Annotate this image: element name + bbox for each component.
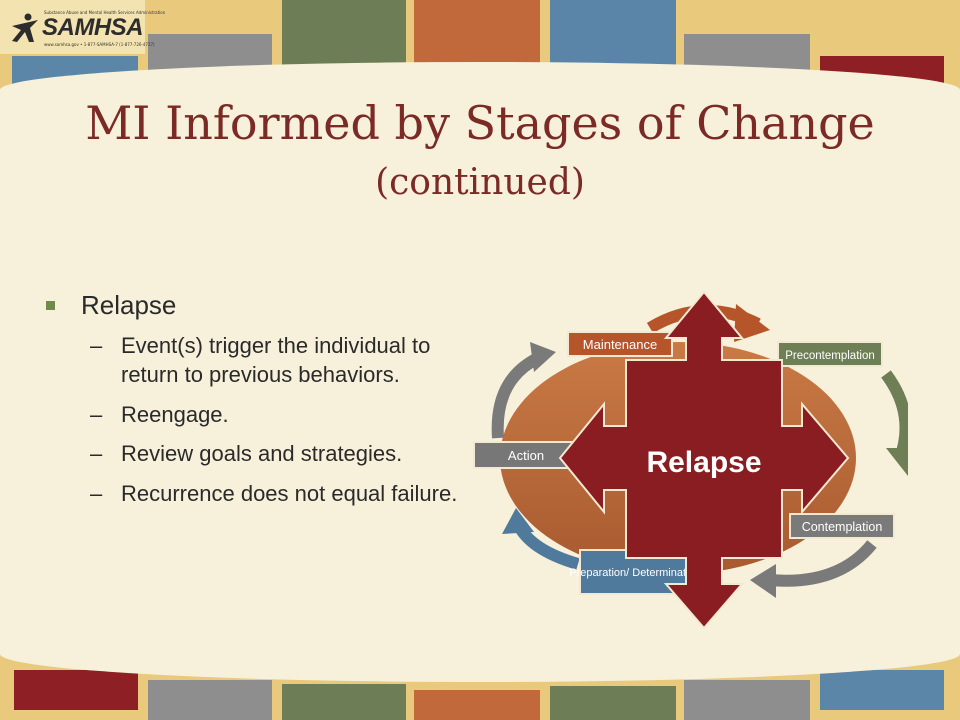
header-tile	[282, 0, 406, 70]
logo-tagline: Substance Abuse and Mental Health Servic…	[44, 10, 166, 15]
sub-item-text: Event(s) trigger the individual to retur…	[121, 333, 431, 388]
logo-wordmark: SAMHSA	[42, 14, 144, 41]
sub-item: – Review goals and strategies.	[90, 439, 484, 468]
bullet-label: Relapse	[81, 290, 177, 320]
stage-action-label: Action	[508, 448, 544, 463]
square-bullet-icon	[46, 301, 55, 310]
logo-url: www.samhsa.gov • 1-877-SAMHSA-7 (1-877-7…	[44, 42, 155, 47]
sub-item-text: Recurrence does not equal failure.	[121, 480, 458, 506]
sub-item-text: Reengage.	[121, 401, 229, 427]
stage-precontemplation: Precontemplation	[777, 341, 883, 367]
footer-tile	[282, 684, 406, 720]
stage-maintenance-label: Maintenance	[583, 337, 657, 352]
stage-precontemplation-label: Precontemplation	[785, 350, 875, 362]
sub-list: – Event(s) trigger the individual to ret…	[90, 331, 484, 508]
cycle-arrow-blue	[502, 508, 580, 570]
samhsa-logo[interactable]: Substance Abuse and Mental Health Servic…	[8, 6, 165, 50]
stage-preparation-label: Preparation/ Determination	[569, 567, 700, 579]
sub-item: – Reengage.	[90, 400, 484, 429]
footer-tile	[820, 670, 944, 710]
cycle-arrow-gray-left	[491, 342, 556, 439]
cycle-arrow-gray-bottom	[750, 540, 877, 598]
person-figure-icon	[12, 13, 38, 42]
footer-tile	[148, 680, 272, 720]
header-tile	[414, 0, 540, 70]
bullet-content: Relapse – Event(s) trigger the individua…	[44, 290, 484, 518]
cycle-arrow-green	[881, 370, 908, 476]
sub-item: – Recurrence does not equal failure.	[90, 479, 484, 508]
dash-marker: –	[90, 333, 103, 358]
bullet-item: Relapse	[44, 290, 484, 321]
page-subtitle: (continued)	[375, 162, 585, 203]
footer-tile	[550, 686, 676, 720]
footer-tile	[14, 670, 138, 710]
relapse-label: Relapse	[646, 446, 761, 479]
stages-of-change-diagram: Maintenance Precontemplation Action Cont…	[473, 290, 908, 630]
footer-tile	[414, 690, 540, 720]
stage-contemplation: Contemplation	[789, 513, 895, 539]
header-tile	[550, 0, 676, 70]
stage-maintenance: Maintenance	[567, 331, 673, 357]
stage-contemplation-label: Contemplation	[802, 520, 883, 534]
relapse-cross-arrow: Relapse	[558, 290, 850, 630]
page-title: MI Informed by Stages of Change	[85, 96, 875, 150]
sub-item-text: Review goals and strategies.	[121, 441, 403, 467]
dash-marker: –	[90, 401, 103, 427]
footer-tile	[684, 680, 810, 720]
dash-marker: –	[90, 441, 103, 467]
sub-item: – Event(s) trigger the individual to ret…	[90, 331, 484, 390]
dash-marker: –	[90, 480, 103, 506]
